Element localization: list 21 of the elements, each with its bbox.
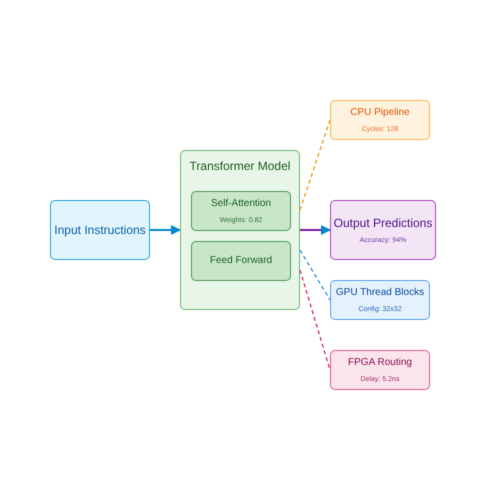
- node-title: Feed Forward: [210, 255, 272, 267]
- process-box: [50, 200, 150, 260]
- arrow: [300, 225, 331, 235]
- process-box: [191, 191, 291, 231]
- node-title: Self-Attention: [210, 198, 272, 210]
- node-title: FPGA Routing: [348, 357, 412, 369]
- arrow: [150, 225, 181, 235]
- connector-line: [299, 270, 331, 370]
- process-box: [330, 100, 430, 140]
- node-title: CPU Pipeline: [350, 107, 410, 119]
- connector-line: [299, 250, 331, 300]
- node-title: Input Instructions: [54, 222, 146, 238]
- process-box: [191, 241, 291, 281]
- node-title: GPU Thread Blocks: [336, 287, 424, 299]
- container-box: [180, 150, 300, 310]
- process-box: [330, 350, 430, 390]
- process-box: [330, 280, 430, 320]
- node-title: Output Predictions: [334, 216, 432, 230]
- connector-line: [299, 120, 331, 210]
- process-box: [330, 200, 436, 260]
- node-title: Transformer Model: [190, 159, 290, 174]
